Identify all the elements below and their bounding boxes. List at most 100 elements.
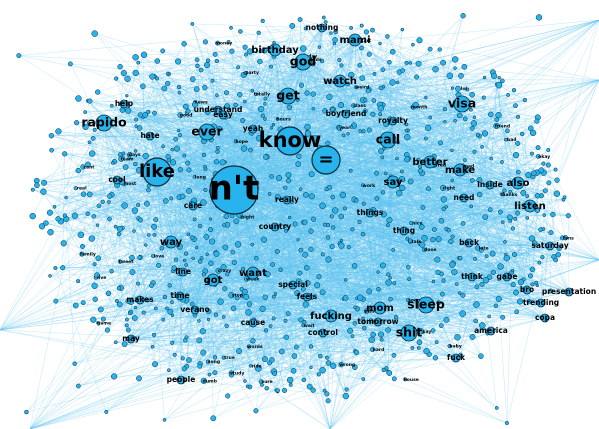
minor-node bbox=[241, 145, 248, 152]
minor-node bbox=[342, 295, 349, 301]
minor-node-label: soon bbox=[408, 299, 420, 304]
word-node: got bbox=[204, 273, 223, 287]
minor-node bbox=[526, 298, 532, 304]
minor-node bbox=[478, 247, 484, 253]
minor-node bbox=[271, 316, 276, 321]
minor-node bbox=[107, 193, 113, 199]
minor-node bbox=[271, 122, 276, 127]
minor-node bbox=[487, 314, 491, 319]
minor-node bbox=[203, 233, 210, 240]
minor-node bbox=[134, 117, 139, 122]
minor-node bbox=[228, 372, 235, 378]
minor-node bbox=[255, 365, 262, 372]
minor-node bbox=[41, 179, 48, 186]
minor-node bbox=[230, 249, 236, 255]
minor-node bbox=[208, 226, 214, 233]
minor-node bbox=[111, 161, 115, 165]
minor-node bbox=[321, 15, 326, 20]
minor-node bbox=[301, 377, 307, 383]
minor-node bbox=[328, 79, 333, 84]
minor-node bbox=[556, 245, 563, 251]
minor-node bbox=[406, 297, 411, 303]
minor-node bbox=[431, 227, 437, 232]
minor-node bbox=[149, 283, 154, 288]
minor-node bbox=[409, 221, 414, 226]
minor-node bbox=[499, 78, 505, 84]
minor-node bbox=[233, 139, 238, 144]
minor-node-label: late bbox=[479, 246, 489, 252]
minor-node bbox=[462, 116, 468, 122]
minor-node bbox=[242, 44, 248, 50]
minor-node bbox=[545, 162, 551, 168]
minor-node bbox=[366, 51, 372, 57]
minor-node bbox=[72, 361, 77, 366]
minor-node bbox=[475, 132, 481, 138]
minor-node bbox=[181, 41, 187, 47]
minor-node bbox=[513, 152, 520, 159]
minor-node bbox=[190, 22, 195, 26]
minor-node bbox=[308, 171, 315, 178]
minor-node bbox=[210, 78, 215, 83]
minor-node bbox=[94, 272, 100, 279]
word-node-circle bbox=[486, 326, 496, 336]
minor-node bbox=[470, 120, 477, 127]
minor-node bbox=[224, 103, 231, 110]
minor-node bbox=[449, 261, 456, 268]
minor-node bbox=[391, 248, 396, 252]
minor-node bbox=[479, 322, 486, 329]
minor-node bbox=[95, 223, 100, 227]
minor-node bbox=[365, 88, 371, 94]
minor-node bbox=[370, 27, 375, 33]
minor-node bbox=[415, 60, 422, 67]
minor-node bbox=[191, 101, 199, 108]
word-node-label: bro bbox=[520, 285, 534, 294]
minor-node bbox=[385, 34, 390, 39]
minor-node bbox=[565, 213, 571, 219]
minor-node bbox=[444, 227, 449, 231]
minor-node bbox=[381, 85, 386, 89]
word-node-circle bbox=[459, 193, 469, 203]
minor-node bbox=[312, 135, 318, 141]
minor-node bbox=[513, 103, 518, 109]
minor-node bbox=[359, 45, 364, 51]
minor-node bbox=[308, 193, 315, 200]
minor-node bbox=[410, 345, 415, 350]
minor-node bbox=[427, 46, 433, 52]
word-node: know bbox=[259, 126, 321, 156]
minor-node bbox=[261, 356, 268, 363]
minor-node bbox=[379, 337, 384, 342]
word-node: listen bbox=[514, 199, 546, 213]
minor-node bbox=[245, 309, 252, 316]
minor-node bbox=[513, 216, 518, 221]
minor-node bbox=[380, 211, 387, 218]
minor-node bbox=[399, 169, 404, 174]
minor-node bbox=[254, 92, 258, 96]
minor-node bbox=[109, 103, 114, 108]
minor-node bbox=[113, 340, 118, 345]
minor-node bbox=[391, 352, 397, 358]
minor-node bbox=[359, 23, 364, 28]
minor-node bbox=[161, 317, 166, 322]
minor-node bbox=[309, 365, 313, 369]
minor-node bbox=[231, 259, 238, 266]
minor-node bbox=[371, 98, 377, 103]
minor-node bbox=[189, 301, 195, 307]
minor-node bbox=[316, 372, 321, 377]
word-node: bro bbox=[520, 285, 534, 295]
minor-node bbox=[230, 305, 237, 312]
minor-node bbox=[77, 231, 85, 239]
word-node-label: saturday bbox=[531, 241, 568, 250]
minor-node bbox=[140, 51, 148, 58]
minor-node bbox=[500, 160, 504, 164]
minor-node bbox=[362, 108, 368, 114]
word-node: care bbox=[184, 201, 202, 211]
word-node-circle bbox=[302, 292, 312, 302]
word-node: think bbox=[461, 272, 484, 282]
minor-node bbox=[473, 256, 478, 261]
minor-node bbox=[201, 272, 206, 277]
minor-node bbox=[24, 409, 29, 415]
minor-node bbox=[386, 272, 391, 277]
word-node: feels bbox=[297, 292, 318, 302]
word-node-circle bbox=[373, 301, 387, 315]
minor-node bbox=[96, 320, 100, 325]
